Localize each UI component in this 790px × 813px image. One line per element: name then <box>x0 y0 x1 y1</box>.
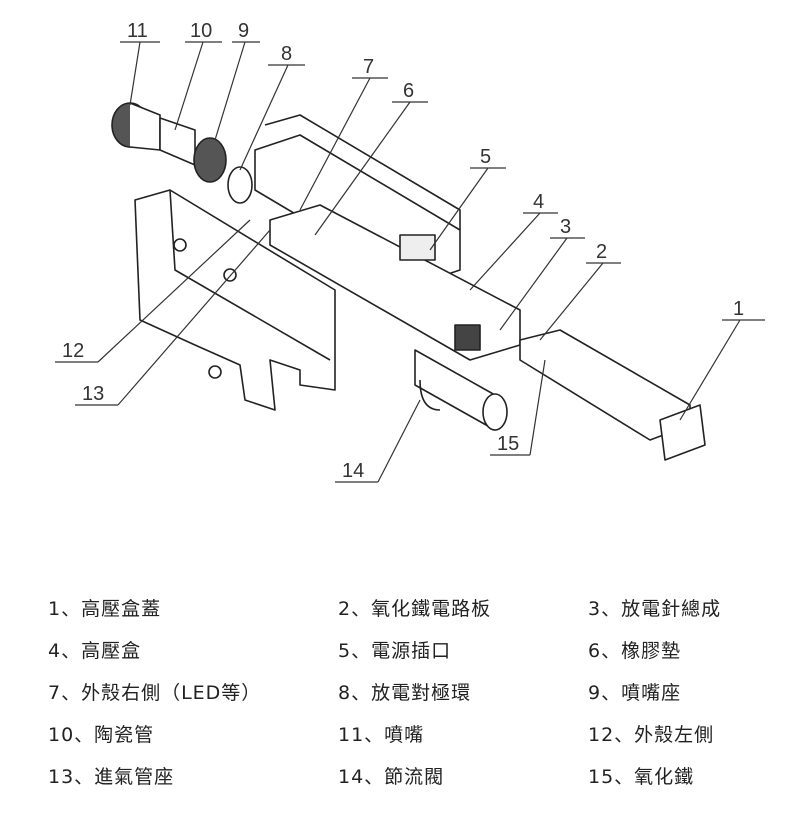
discharge-ring-part <box>227 166 253 204</box>
legend-item: 12、外殼左側 <box>588 724 715 746</box>
legend-item: 6、橡膠墊 <box>588 640 682 662</box>
legend-item: 10、陶瓷管 <box>48 724 155 746</box>
callout-10: 10 <box>190 20 212 42</box>
legend-item: 5、電源插口 <box>338 640 452 662</box>
legend-item: 8、放電對極環 <box>338 682 472 704</box>
callout-8: 8 <box>281 43 292 65</box>
callout-4: 4 <box>533 191 544 213</box>
callout-3: 3 <box>560 216 571 238</box>
legend-item: 2、氧化鐵電路板 <box>338 598 492 620</box>
legend-item: 3、放電針總成 <box>588 598 722 620</box>
callout-12: 12 <box>62 340 84 362</box>
legend-item: 4、高壓盒 <box>48 640 142 662</box>
power-socket-part <box>399 234 436 261</box>
legend-item: 7、外殼右側（LED等） <box>48 682 262 704</box>
legend-item: 13、進氣管座 <box>48 766 175 788</box>
callout-2: 2 <box>596 241 607 263</box>
callout-15: 15 <box>497 433 519 455</box>
legend-item: 15、氧化鐵 <box>588 766 695 788</box>
legend-item: 9、噴嘴座 <box>588 682 682 704</box>
nozzle-seat-part <box>193 137 227 183</box>
legend-item: 14、節流閥 <box>338 766 445 788</box>
callout-13: 13 <box>82 383 104 405</box>
callout-1: 1 <box>733 298 744 320</box>
exploded-parts-diagram: 1 2 3 4 5 6 7 8 9 10 11 12 13 14 15 <box>55 20 765 483</box>
callout-7: 7 <box>363 56 374 78</box>
callout-5: 5 <box>480 146 491 168</box>
legend-item: 1、高壓盒蓋 <box>48 598 162 620</box>
parts-legend: 1、高壓盒蓋 2、氧化鐵電路板 3、放電針總成 4、高壓盒 5、電源插口 6、橡… <box>48 592 768 794</box>
callout-14: 14 <box>342 460 364 482</box>
callout-9: 9 <box>238 20 249 42</box>
callout-6: 6 <box>403 80 414 102</box>
ceramic-tube-part <box>159 117 196 166</box>
callout-11: 11 <box>127 20 148 42</box>
legend-item: 11、噴嘴 <box>338 724 425 746</box>
